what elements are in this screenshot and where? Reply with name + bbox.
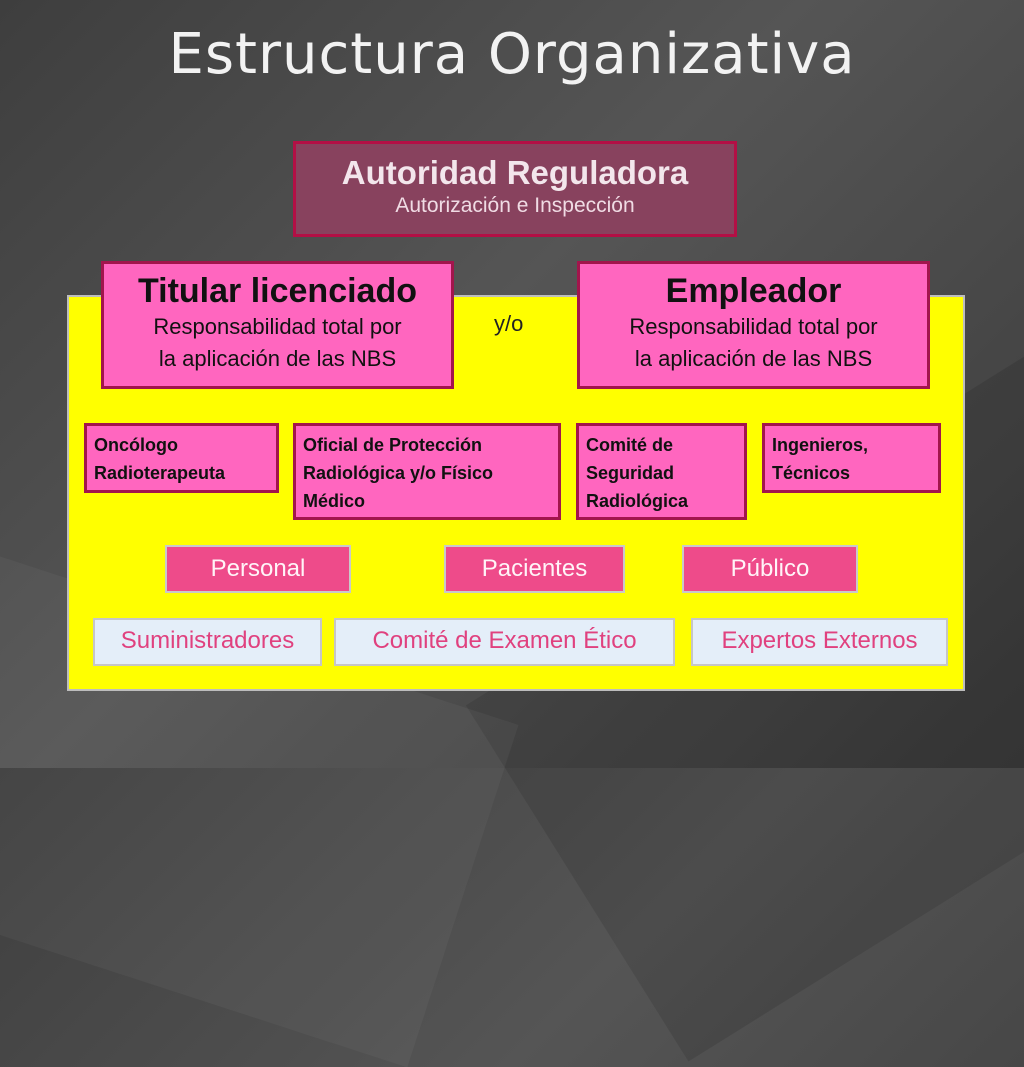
external-suppliers: Suministradores <box>93 618 322 666</box>
role-line: Oficial de Protección <box>303 435 483 455</box>
licensee-box: Titular licenciado Responsabilidad total… <box>101 261 454 389</box>
role-line: Médico <box>303 491 366 511</box>
role-line: Comité de <box>586 435 674 455</box>
group-personal: Personal <box>165 545 351 593</box>
role-line: Seguridad <box>586 463 675 483</box>
licensee-line-1: Responsabilidad total por <box>153 314 402 339</box>
role-line: Radioterapeuta <box>94 463 226 483</box>
licensee-line-2: la aplicación de las NBS <box>158 346 397 371</box>
authority-subheading: Autorización e Inspección <box>395 194 635 217</box>
role-line: Radiológica <box>586 491 689 511</box>
employer-line-1: Responsabilidad total por <box>629 314 878 339</box>
role-oncologist-box: Oncólogo Radioterapeuta <box>84 423 279 493</box>
role-line: Ingenieros, <box>772 435 869 455</box>
and-or-connector: y/o <box>494 311 524 336</box>
licensee-heading: Titular licenciado <box>137 272 417 310</box>
role-line: Técnicos <box>772 463 851 483</box>
role-engineers-box: Ingenieros, Técnicos <box>762 423 941 493</box>
external-experts: Expertos Externos <box>691 618 948 666</box>
role-safety-committee-box: Comité de Seguridad Radiológica <box>576 423 747 520</box>
employer-box: Empleador Responsabilidad total por la a… <box>577 261 930 389</box>
role-radiation-protection-officer-box: Oficial de Protección Radiológica y/o Fí… <box>293 423 561 520</box>
regulatory-authority-box: Autoridad Reguladora Autorización e Insp… <box>293 141 737 237</box>
group-public: Público <box>682 545 858 593</box>
role-line: Oncólogo <box>94 435 178 455</box>
group-patients: Pacientes <box>444 545 625 593</box>
employer-heading: Empleador <box>665 272 842 310</box>
authority-heading: Autoridad Reguladora <box>341 154 689 191</box>
employer-line-2: la aplicación de las NBS <box>634 346 873 371</box>
role-line: Radiológica y/o Físico <box>303 463 494 483</box>
slide-title: Estructura Organizativa <box>168 22 856 87</box>
external-ethics-committee: Comité de Examen Ético <box>334 618 675 666</box>
